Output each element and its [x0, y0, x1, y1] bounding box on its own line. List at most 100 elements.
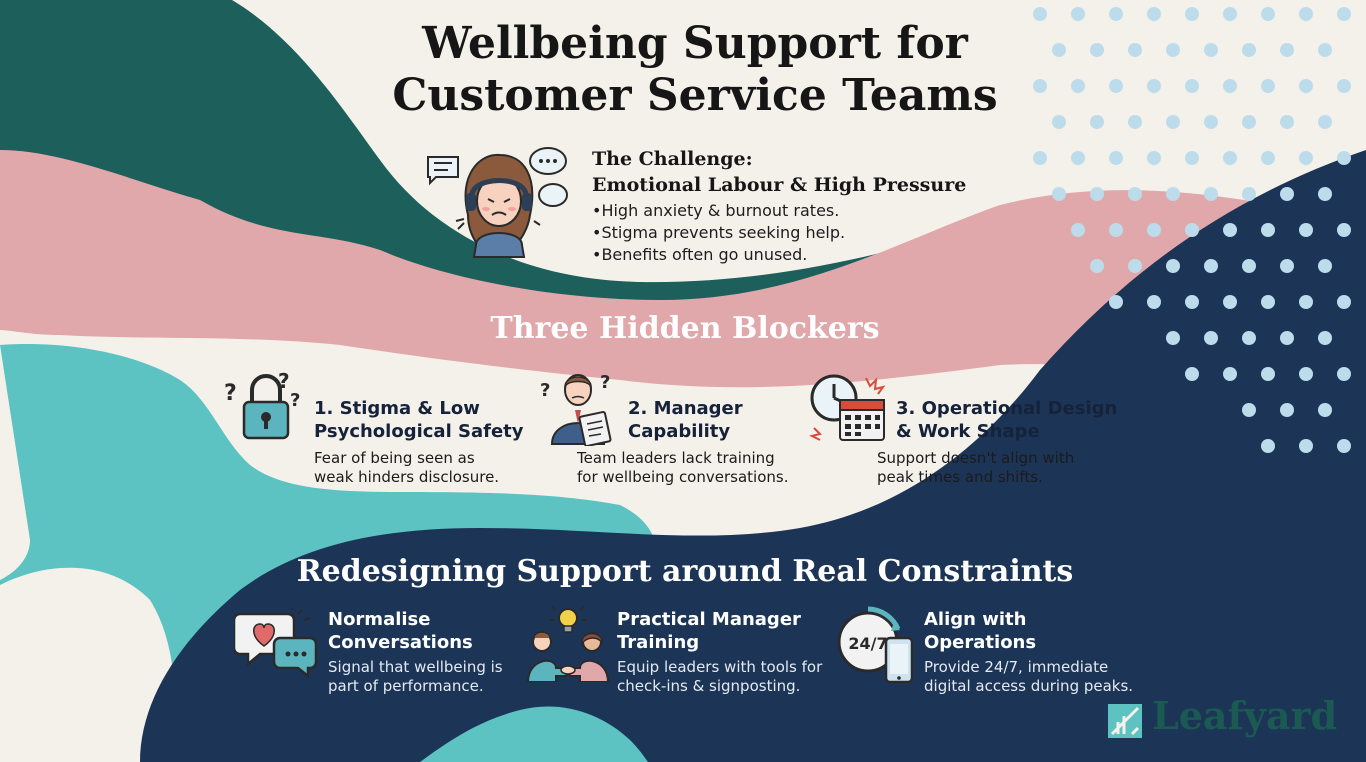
decorative-dot — [1337, 223, 1351, 237]
decorative-dot — [1223, 295, 1237, 309]
decorative-dot — [1109, 7, 1123, 21]
solution-item-3: Align with Operations Provide 24/7, imme… — [924, 608, 1144, 696]
decorative-dot — [1147, 223, 1161, 237]
blocker-1-text-line1: Fear of being seen as — [314, 449, 475, 467]
decorative-dot — [1128, 187, 1142, 201]
decorative-dot — [1204, 43, 1218, 57]
decorative-dot — [1147, 7, 1161, 21]
decorative-dot — [1261, 223, 1275, 237]
solution-3-text-line2: digital access during peaks. — [924, 677, 1134, 695]
leaf-logo-icon — [1108, 704, 1142, 738]
decorative-dot — [1128, 115, 1142, 129]
decorative-dot — [1090, 115, 1104, 129]
decorative-dot — [1090, 187, 1104, 201]
decorative-dot — [1166, 331, 1180, 345]
decorative-dot — [1166, 43, 1180, 57]
decorative-dot — [1185, 223, 1199, 237]
challenge-heading-line2: Emotional Labour & High Pressure — [592, 174, 967, 196]
decorative-dot — [1071, 151, 1085, 165]
page-title-line2: Customer Service Teams — [392, 70, 998, 121]
blocker-3-text-line1: Support doesn't align with — [877, 449, 1075, 467]
decorative-dot — [1071, 79, 1085, 93]
decorative-dot — [1147, 151, 1161, 165]
24-7-phone-icon: 24/7 — [837, 606, 914, 684]
challenge-list: High anxiety & burnout rates. Stigma pre… — [592, 200, 1012, 266]
decorative-dot — [1337, 367, 1351, 381]
decorative-dot — [1147, 295, 1161, 309]
decorative-dot — [1223, 151, 1237, 165]
decorative-dot — [1109, 79, 1123, 93]
redesign-title: Redesigning Support around Real Constrai… — [296, 554, 1074, 589]
decorative-dot — [1318, 403, 1332, 417]
solution-1-heading-line2: Conversations — [328, 632, 473, 653]
decorative-dot — [1280, 259, 1294, 273]
decorative-dot — [1052, 115, 1066, 129]
decorative-dot — [1242, 259, 1256, 273]
decorative-dot — [1166, 187, 1180, 201]
blocker-2-heading-line2: Capability — [628, 421, 731, 442]
svg-text:?: ? — [540, 380, 550, 401]
challenge-bullet: Benefits often go unused. — [592, 244, 1012, 266]
blocker-item-2-text: Team leaders lack training for wellbeing… — [577, 449, 847, 487]
solution-2-heading-line2: Training — [617, 632, 700, 653]
solution-1-heading-line1: Normalise — [328, 609, 431, 630]
decorative-dot — [1033, 151, 1047, 165]
decorative-dot — [1128, 43, 1142, 57]
blocker-3-text-line2: peak times and shifts. — [877, 468, 1043, 486]
blocker-1-heading-line2: Psychological Safety — [314, 421, 524, 442]
decorative-dot — [1204, 259, 1218, 273]
clock-calendar-icon — [809, 374, 886, 441]
solution-3-text-line1: Provide 24/7, immediate — [924, 658, 1109, 676]
decorative-dot — [1223, 7, 1237, 21]
decorative-dot — [1128, 259, 1142, 273]
teal-accent — [420, 706, 648, 762]
decorative-dot — [1204, 115, 1218, 129]
decorative-dot — [1033, 7, 1047, 21]
decorative-dot — [1109, 151, 1123, 165]
svg-text:?: ? — [290, 390, 300, 411]
decorative-dot — [1242, 403, 1256, 417]
heart-speech-icon — [234, 608, 318, 679]
stressed-agent-icon — [427, 147, 568, 258]
decorative-dot — [1223, 367, 1237, 381]
decorative-dot — [1166, 115, 1180, 129]
cream-blob — [0, 567, 175, 762]
decorative-dots — [1033, 7, 1351, 453]
decorative-dot — [1109, 295, 1123, 309]
blocker-item-1-text: Fear of being seen as weak hinders discl… — [314, 449, 554, 487]
decorative-dot — [1147, 79, 1161, 93]
blocker-item-1: 1. Stigma & Low Psychological Safety — [314, 397, 554, 443]
decorative-dot — [1261, 79, 1275, 93]
decorative-dot — [1318, 115, 1332, 129]
decorative-dot — [1052, 187, 1066, 201]
decorative-dot — [1090, 259, 1104, 273]
confused-manager-icon: ? ? — [540, 372, 612, 446]
decorative-dot — [1280, 331, 1294, 345]
blocker-3-heading-line2: & Work Shape — [896, 421, 1040, 442]
decorative-dot — [1337, 79, 1351, 93]
challenge-heading: The Challenge: Emotional Labour & High P… — [592, 146, 1012, 198]
decorative-dot — [1223, 79, 1237, 93]
decorative-dot — [1033, 79, 1047, 93]
decorative-dot — [1318, 259, 1332, 273]
svg-text:?: ? — [600, 372, 610, 393]
decorative-dot — [1166, 259, 1180, 273]
decorative-dot — [1204, 187, 1218, 201]
decorative-dot — [1299, 223, 1313, 237]
svg-text:?: ? — [278, 372, 290, 393]
solution-2-text-line2: check-ins & signposting. — [617, 677, 801, 695]
handshake-lightbulb-icon — [526, 606, 610, 682]
pink-wave — [0, 150, 1300, 388]
solution-3-heading-line2: Operations — [924, 632, 1037, 653]
blocker-1-heading-line1: 1. Stigma & Low — [314, 398, 480, 419]
decorative-dot — [1242, 115, 1256, 129]
decorative-dot — [1185, 151, 1199, 165]
decorative-dot — [1299, 439, 1313, 453]
decorative-dot — [1090, 43, 1104, 57]
clock-label: 24/7 — [848, 634, 887, 653]
decorative-dot — [1261, 295, 1275, 309]
decorative-dot — [1318, 43, 1332, 57]
decorative-dot — [1280, 187, 1294, 201]
blocker-1-text-line2: weak hinders disclosure. — [314, 468, 500, 486]
